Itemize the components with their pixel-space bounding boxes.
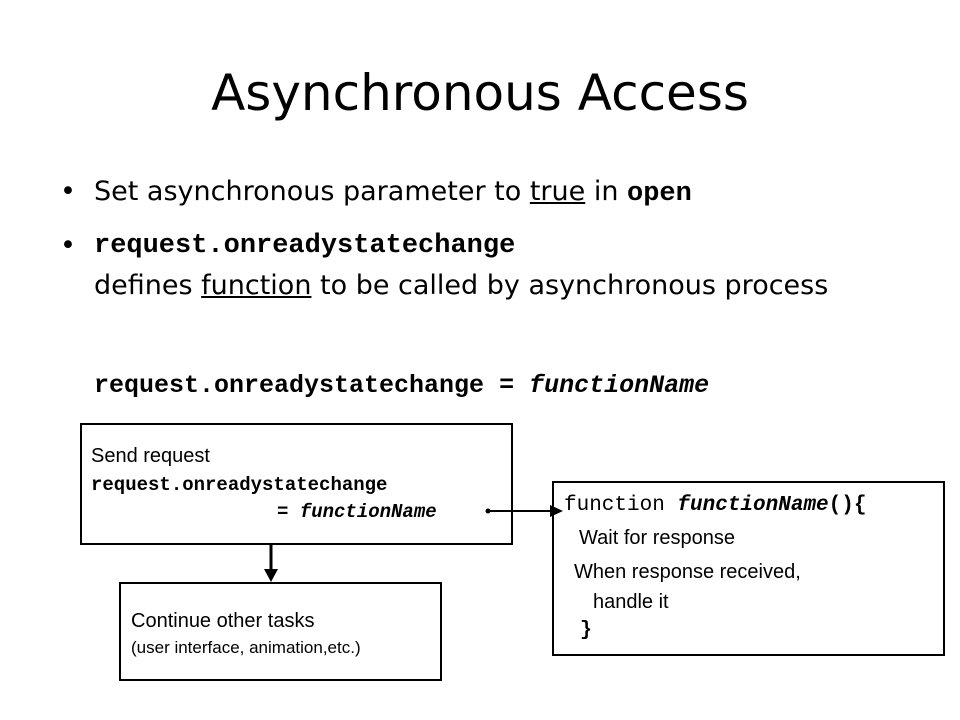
function-name: functionName (677, 494, 829, 517)
underlined-true: true (529, 176, 586, 207)
code-onreadystatechange: request.onreadystatechange (94, 231, 516, 261)
assign-prefix: = (277, 501, 300, 523)
bullet-list: • Set asynchronous parameter to true in … (60, 172, 940, 306)
bullet-dot: • (60, 176, 76, 207)
bullet-text: defines (94, 270, 202, 301)
function-closing-brace: } (580, 619, 593, 642)
function-keyword: function (564, 494, 678, 517)
bullet-item-onreadystatechange: • request.onreadystatechange defines fun… (60, 226, 940, 306)
function-box: function functionName(){ Wait for respon… (552, 481, 945, 656)
bullet-dot: • (60, 230, 76, 261)
function-line-handle: handle it (593, 591, 669, 613)
send-request-code: request.onreadystatechange (91, 474, 388, 496)
bullet-text: Set asynchronous parameter to (94, 176, 530, 207)
bullet-text: in (585, 176, 628, 207)
arrow-to-continue-box (264, 545, 278, 582)
slide-title: Asynchronous Access (211, 64, 749, 122)
function-header: function functionName(){ (564, 493, 866, 519)
bullet-text: to be called by asynchronous process (311, 270, 829, 301)
function-parens: (){ (828, 494, 867, 517)
assignment-code-line: request.onreadystatechange = functionNam… (94, 368, 709, 404)
assign-function-name: functionName (299, 501, 437, 523)
send-request-box: Send request request.onreadystatechange … (80, 423, 513, 545)
assignment-function-name: functionName (529, 371, 710, 400)
send-request-label: Send request (91, 445, 210, 467)
bullet-item-async-parameter: • Set asynchronous parameter to true in … (60, 172, 940, 214)
function-line-received: When response received, (574, 561, 801, 583)
assignment-prefix: request.onreadystatechange = (94, 371, 530, 400)
bullet-description: defines function to be called by asynchr… (94, 266, 940, 306)
continue-tasks-label: Continue other tasks (131, 610, 315, 632)
code-open: open (627, 179, 692, 209)
function-line-wait: Wait for response (579, 527, 735, 549)
continue-tasks-detail: (user interface, animation,etc.) (131, 638, 361, 657)
send-request-assignment: = functionName (277, 500, 437, 524)
continue-tasks-box: Continue other tasks (user interface, an… (119, 582, 442, 681)
underlined-function: function (201, 270, 312, 301)
